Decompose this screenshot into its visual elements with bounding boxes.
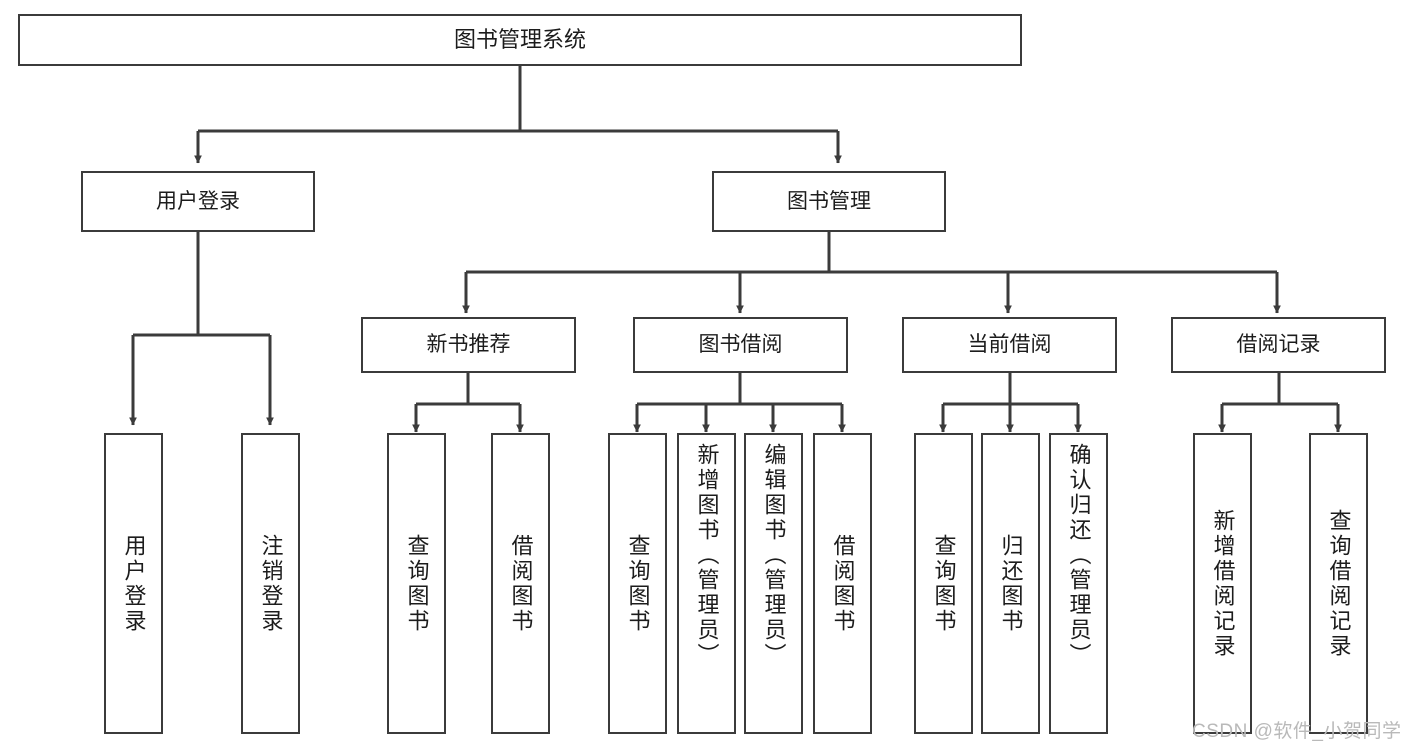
leaf-borrow-book-2[interactable]: 借阅图书 xyxy=(813,433,872,734)
leaf-borrow-book-1-label: 借阅图书 xyxy=(508,533,534,634)
node-book-management-label: 图书管理 xyxy=(787,189,871,213)
leaf-confirm-return[interactable]: 确认归还（管理员） xyxy=(1049,433,1108,734)
node-user-login[interactable]: 用户登录 xyxy=(81,171,315,232)
leaf-query-book-3[interactable]: 查询图书 xyxy=(914,433,973,734)
node-root-label: 图书管理系统 xyxy=(453,26,586,52)
leaf-add-record[interactable]: 新增借阅记录 xyxy=(1193,433,1252,734)
node-root[interactable]: 图书管理系统 xyxy=(18,14,1022,66)
leaf-borrow-book-1[interactable]: 借阅图书 xyxy=(491,433,550,734)
watermark: CSDN @软件_小贺同学 xyxy=(1192,721,1402,742)
leaf-query-book-1[interactable]: 查询图书 xyxy=(387,433,446,734)
node-user-login-label: 用户登录 xyxy=(156,189,240,213)
node-borrow-record-label: 借阅记录 xyxy=(1236,333,1321,357)
node-book-borrow-label: 图书借阅 xyxy=(698,333,783,357)
leaf-edit-book-label: 编辑图书（管理员） xyxy=(761,443,787,668)
leaf-query-book-1-label: 查询图书 xyxy=(404,533,430,634)
leaf-add-book[interactable]: 新增图书（管理员） xyxy=(677,433,736,734)
leaf-query-book-2[interactable]: 查询图书 xyxy=(608,433,667,734)
leaf-borrow-book-2-label: 借阅图书 xyxy=(830,533,856,634)
node-borrow-record[interactable]: 借阅记录 xyxy=(1171,317,1386,373)
node-new-book-recommend[interactable]: 新书推荐 xyxy=(361,317,576,373)
leaf-query-book-2-label: 查询图书 xyxy=(625,533,651,634)
node-current-borrow-label: 当前借阅 xyxy=(967,333,1052,357)
node-book-management[interactable]: 图书管理 xyxy=(712,171,946,232)
leaf-query-record-label: 查询借阅记录 xyxy=(1326,508,1352,659)
leaf-edit-book[interactable]: 编辑图书（管理员） xyxy=(744,433,803,734)
leaf-query-book-3-label: 查询图书 xyxy=(931,533,957,634)
node-book-borrow[interactable]: 图书借阅 xyxy=(633,317,848,373)
leaf-user-login-label: 用户登录 xyxy=(121,533,147,634)
leaf-logout-login[interactable]: 注销登录 xyxy=(241,433,300,734)
node-current-borrow[interactable]: 当前借阅 xyxy=(902,317,1117,373)
leaf-logout-login-label: 注销登录 xyxy=(258,533,284,634)
leaf-confirm-return-label: 确认归还（管理员） xyxy=(1066,443,1092,668)
leaf-return-book[interactable]: 归还图书 xyxy=(981,433,1040,734)
node-new-book-recommend-label: 新书推荐 xyxy=(426,333,511,357)
leaf-query-record[interactable]: 查询借阅记录 xyxy=(1309,433,1368,734)
leaf-add-record-label: 新增借阅记录 xyxy=(1210,508,1236,659)
leaf-add-book-label: 新增图书（管理员） xyxy=(694,443,720,668)
leaf-user-login[interactable]: 用户登录 xyxy=(104,433,163,734)
leaf-return-book-label: 归还图书 xyxy=(998,533,1024,634)
